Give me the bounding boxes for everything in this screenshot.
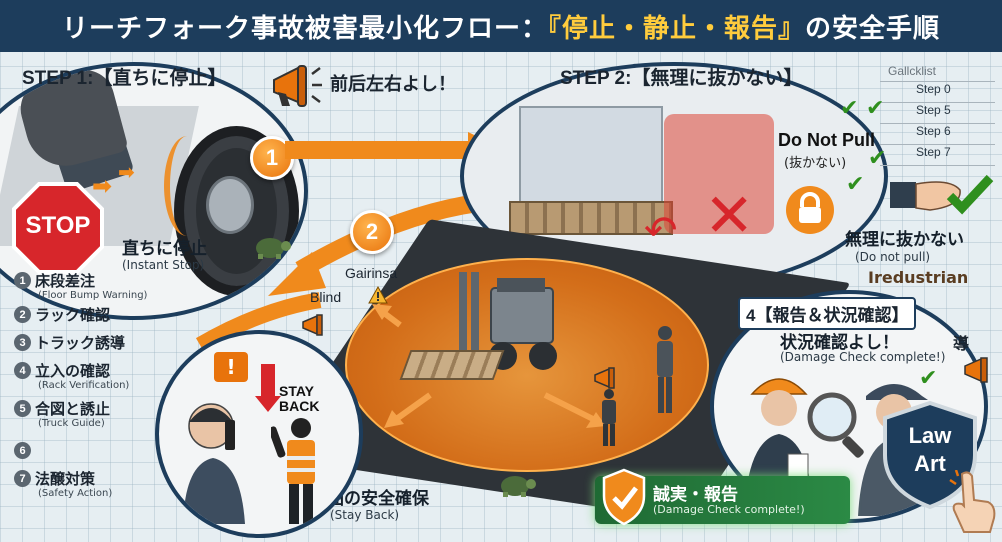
shield-check-icon <box>600 468 648 530</box>
partial-text: Iredustrian <box>868 268 969 287</box>
arrow-left: ➡ <box>92 172 113 200</box>
step1-shout: 前后左右よし！ <box>330 74 456 95</box>
check-icon: ✔ <box>919 366 938 391</box>
step4-caption-en: (Damage Check complete!) <box>780 350 946 364</box>
hand-check-icon <box>890 172 995 224</box>
curved-arrow: ↶ <box>644 208 678 254</box>
checklist-item: Step 5 <box>880 102 995 123</box>
megaphone-small-icon <box>962 356 996 388</box>
megaphone-small-icon <box>592 366 622 394</box>
worker-silhouette <box>598 388 620 448</box>
inspector-helmet <box>744 364 814 518</box>
checklist-item: Step 6 <box>880 123 995 144</box>
report-text: 誠実・報告 <box>653 485 738 505</box>
worker-vest <box>268 416 331 530</box>
center-caption-en: (Stay Back) <box>330 508 400 522</box>
check-icon: ✔ <box>868 146 887 171</box>
checklist-title: Gallcklist <box>888 64 937 78</box>
step2-badge: 2 <box>350 210 394 254</box>
arrow-left-2: ➡ <box>118 160 135 184</box>
step4-caption: 状況確認よし！ <box>780 333 899 353</box>
stop-sign-text: STOP <box>25 212 91 239</box>
list-item: 6 <box>14 440 174 468</box>
report-text-en: (Damage Check complete!) <box>653 503 805 516</box>
stop-sign: STOP <box>12 182 104 278</box>
blind-label: Blind <box>310 289 342 305</box>
step1-label: STEP 1:【直ちに停止】 <box>22 68 227 89</box>
check-icon: ✔ <box>866 96 885 121</box>
pallet <box>509 201 673 235</box>
forklift-red <box>664 114 774 234</box>
pointer-hand-icon <box>948 469 998 540</box>
wheel-glow <box>164 136 210 236</box>
gairinsa-label: Gairinsa <box>345 265 398 281</box>
check-icon: ✔ <box>840 96 859 121</box>
down-arrow-head <box>255 396 281 412</box>
step1-caption-en: (Instant Stop) <box>122 258 205 272</box>
megaphone-small-icon <box>300 313 330 341</box>
lock-icon <box>785 185 835 239</box>
checklist-item: Step 0 <box>880 81 995 102</box>
step2-caption-en: (Do not pull) <box>855 250 931 264</box>
title-bar: リーチフォーク事故被害最小化フロー：『停止・静止・報告』の安全手順 <box>0 0 1002 52</box>
step2-label: STEP 2:【無理に抜かない】 <box>560 68 803 89</box>
worker-silhouette <box>652 325 678 415</box>
do-not-pull-ja: (抜かない) <box>784 156 847 171</box>
down-arrow-icon <box>261 364 275 398</box>
page-title: リーチフォーク事故被害最小化フロー：『停止・静止・報告』の安全手順 <box>61 13 941 44</box>
do-not-pull: Do Not Pull <box>778 130 875 150</box>
magnifier-icon <box>804 389 874 463</box>
turtle-icon <box>495 470 537 502</box>
step4-label-box: 4【報告＆状況確認】 <box>738 297 917 330</box>
checklist: Gallcklist Step 0 Step 5 Step 6 Step 7 <box>880 64 995 166</box>
cross-icon: ✕ <box>704 181 755 251</box>
step2-caption: 無理に抜かない <box>845 230 964 250</box>
checklist-item: Step 7 <box>880 144 995 166</box>
step1-caption: 直ちに停止 <box>122 239 207 259</box>
warning-icon <box>368 285 388 308</box>
megaphone-icon <box>268 62 324 116</box>
turtle-icon <box>250 232 292 264</box>
step4-side-text: 導 <box>953 334 970 353</box>
step4-label: 4【報告＆状況確認】 <box>746 306 909 325</box>
worker-with-radio <box>179 394 249 528</box>
check-icon: ✔ <box>846 172 865 197</box>
forklift <box>455 268 565 378</box>
alert-bubble: ! <box>214 352 248 382</box>
